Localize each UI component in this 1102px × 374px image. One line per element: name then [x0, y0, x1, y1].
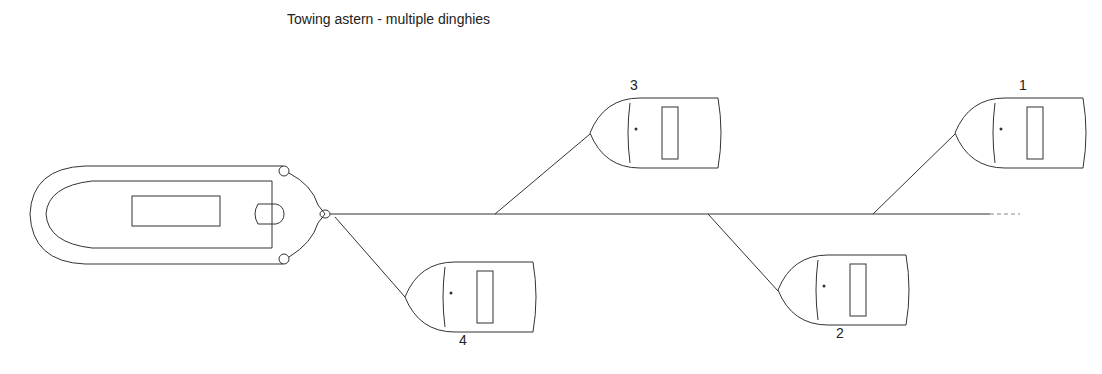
tow-line	[495, 134, 590, 214]
dinghy-gunwale	[993, 103, 995, 163]
dinghy-gunwale	[628, 103, 630, 163]
stern-bridle	[289, 173, 325, 257]
dinghy	[955, 98, 1086, 168]
dinghy-hull	[405, 262, 536, 332]
painter-ring	[635, 128, 638, 131]
tube-outer	[30, 166, 283, 264]
tube-end	[279, 254, 289, 264]
tow-line	[873, 134, 955, 214]
dinghy-hull	[955, 98, 1086, 168]
dinghy-hull	[778, 255, 909, 325]
thwart	[477, 271, 493, 323]
dinghy-gunwale	[443, 267, 445, 327]
tow-line	[708, 214, 778, 291]
callout-number: 2	[836, 326, 844, 341]
painter-ring	[450, 292, 453, 295]
dinghy	[405, 262, 536, 332]
diagram-title: Towing astern - multiple dinghies	[287, 12, 490, 27]
seat	[132, 196, 220, 226]
tow-eye	[320, 210, 330, 218]
tube-inner	[46, 181, 272, 248]
thwart	[850, 264, 866, 316]
painter-ring	[823, 285, 826, 288]
dinghy	[778, 255, 909, 325]
dinghy	[590, 98, 721, 168]
painter-ring	[1000, 128, 1003, 131]
thwart	[1027, 107, 1043, 159]
transom	[272, 181, 273, 248]
tube-end	[279, 166, 289, 176]
dinghy-gunwale	[816, 260, 818, 320]
callout-number: 3	[630, 78, 638, 93]
callout-number: 4	[459, 333, 467, 348]
thwart	[662, 107, 678, 159]
callout-number: 1	[1019, 78, 1027, 93]
inflatable-tender	[30, 166, 330, 264]
outboard-engine	[255, 204, 284, 224]
line-end	[990, 214, 1020, 215]
tow-line	[330, 214, 990, 215]
dinghy-hull	[590, 98, 721, 168]
tow-line	[335, 217, 405, 297]
